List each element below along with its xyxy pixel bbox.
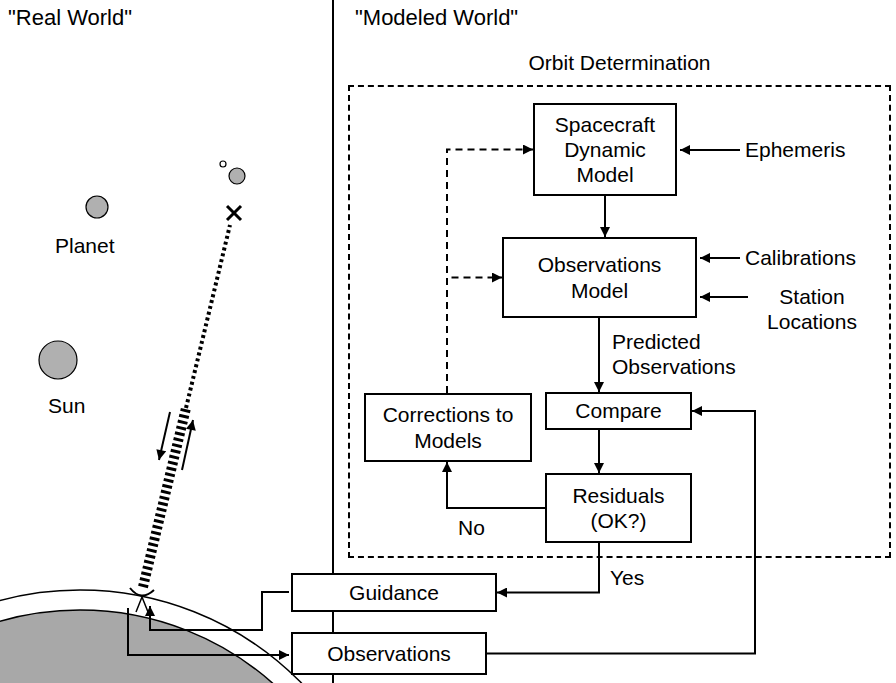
target-body [229,168,245,184]
spacecraft-mark [227,206,241,220]
moon-symbol [220,161,226,167]
downlink-wire [128,608,289,655]
process-box: Observations [291,632,487,675]
downlink-arrow [159,412,170,460]
annotation-label: Ephemeris [745,137,845,162]
antenna-dish [130,588,154,596]
flow-arrow [604,196,606,237]
planet-symbol [86,196,108,218]
process-box: Compare [545,392,692,430]
edge-label: Predicted Observations [612,329,762,379]
flow-arrow [598,430,600,473]
box-label: Residuals (OK?) [553,483,684,533]
region-title: "Real World" [8,5,132,31]
annotation-label: Planet [55,233,115,258]
sun-symbol [39,341,77,379]
uplink-wire [150,592,289,630]
process-box: Observations Model [502,237,697,318]
process-box: Residuals (OK?) [545,473,692,543]
signal-beam [143,408,186,587]
flow-arrow [497,543,599,593]
region-title: "Modeled World" [355,5,518,31]
uplink-arrow [182,420,193,470]
box-label: Guidance [349,580,439,605]
process-box: Guidance [291,573,497,612]
box-label: Observations Model [510,252,689,302]
group-heading: Orbit Determination [348,50,891,75]
box-label: Compare [575,398,661,423]
signal-beam-far [186,225,230,408]
process-box: Spacecraft Dynamic Model [533,103,677,196]
annotation-label: Calibrations [745,245,856,270]
box-label: Observations [327,641,451,666]
flow-arrow [447,462,545,508]
antenna-mount [136,597,148,612]
process-box: Corrections to Models [364,393,532,462]
feedback-arrow [447,278,502,394]
edge-label: No [458,515,485,540]
box-label: Corrections to Models [372,402,524,452]
annotation-label: Sun [48,393,85,418]
input-arrow [680,149,740,151]
edge-label: Yes [610,565,644,590]
input-arrow [700,296,748,298]
flow-arrow [598,318,600,392]
annotation-label: Station Locations [752,284,872,334]
input-arrow [700,257,740,259]
box-label: Spacecraft Dynamic Model [541,112,669,188]
